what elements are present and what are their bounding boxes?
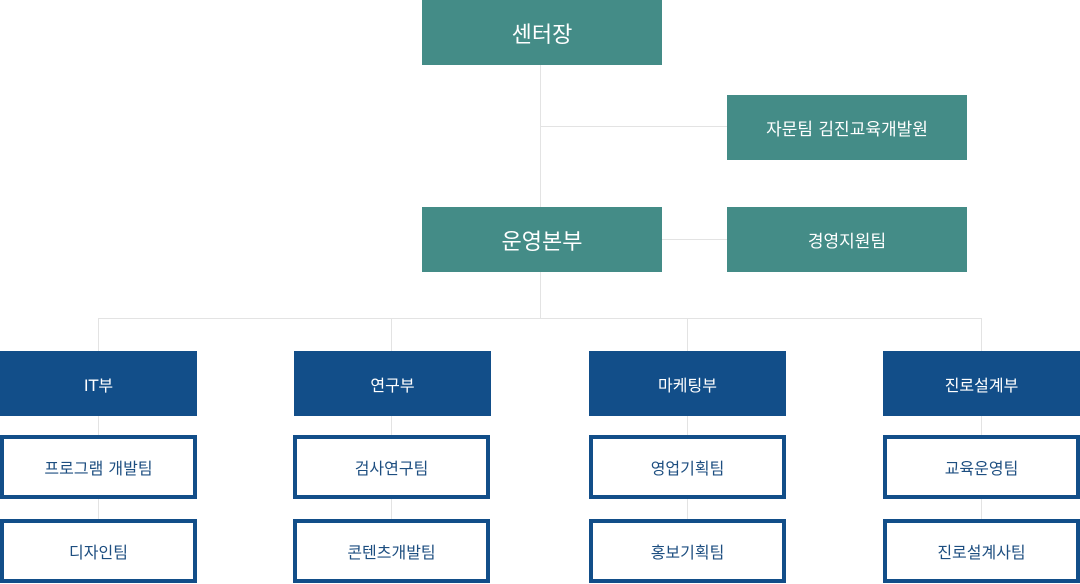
node-team-pr-planning: 홍보기획팀 xyxy=(589,519,786,583)
node-advisory: 자문팀 김진교육개발원 xyxy=(727,95,967,160)
node-head: 센터장 xyxy=(422,0,662,65)
node-team-content-dev: 콘텐츠개발팀 xyxy=(293,519,490,583)
node-dept-it: IT부 xyxy=(0,351,197,416)
node-team-education-ops: 교육운영팀 xyxy=(883,435,1080,499)
node-team-test-research: 검사연구팀 xyxy=(293,435,490,499)
connector-advisory xyxy=(540,126,727,127)
node-team-career-designers: 진로설계사팀 xyxy=(883,519,1080,583)
connector-main-vertical xyxy=(540,64,541,319)
node-team-program-dev: 프로그램 개발팀 xyxy=(0,435,197,499)
connector-management-support xyxy=(661,239,727,240)
node-dept-marketing: 마케팅부 xyxy=(589,351,786,416)
node-dept-career: 진로설계부 xyxy=(883,351,1080,416)
node-dept-research: 연구부 xyxy=(294,351,491,416)
node-team-sales-planning: 영업기획팀 xyxy=(589,435,786,499)
node-operations: 운영본부 xyxy=(422,207,662,272)
node-management-support: 경영지원팀 xyxy=(727,207,967,272)
connector-departments-horizontal xyxy=(98,318,982,319)
node-team-design: 디자인팀 xyxy=(0,519,197,583)
